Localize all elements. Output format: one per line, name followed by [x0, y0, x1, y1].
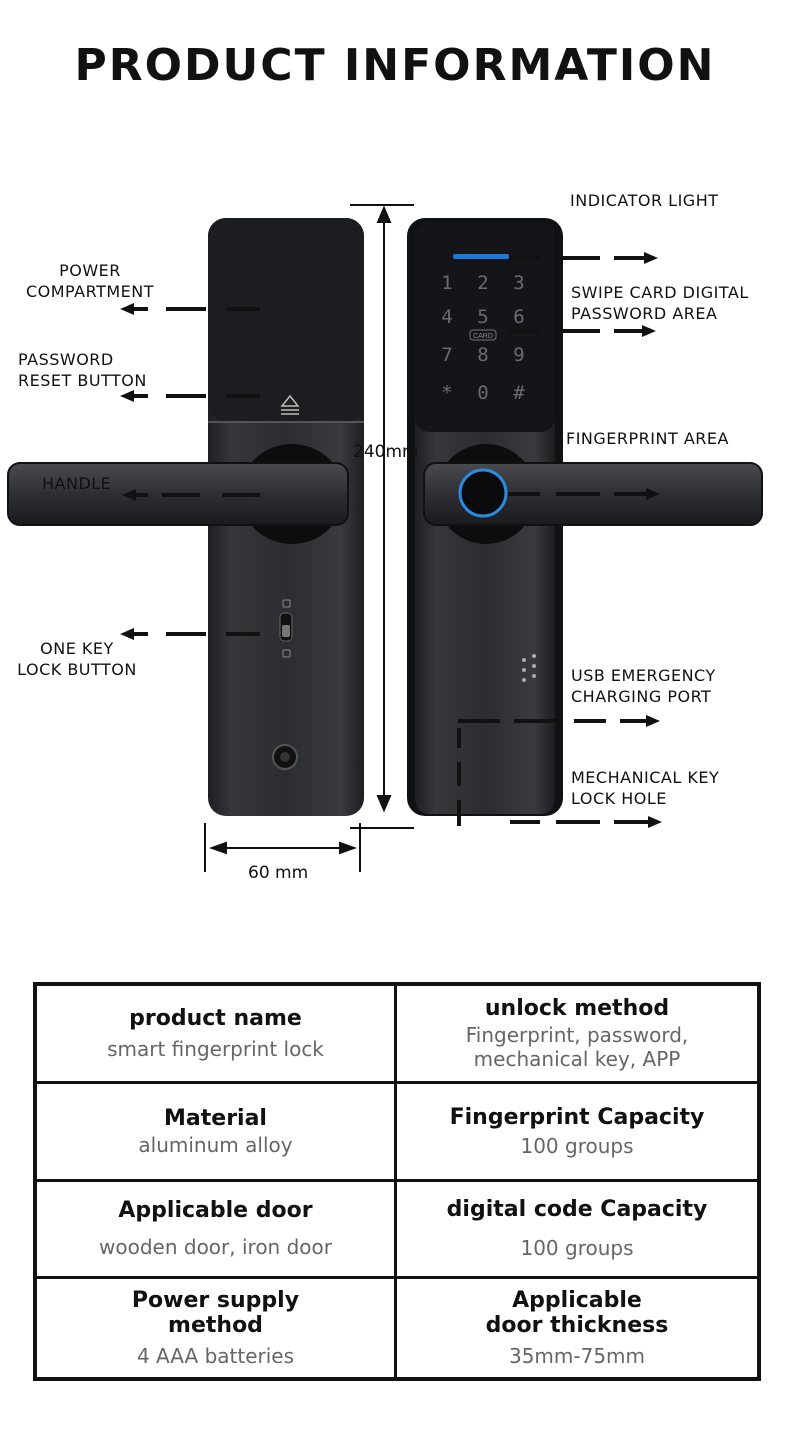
- spec-table: product name smart fingerprint lock unlo…: [33, 982, 761, 1381]
- spec-label: digital code Capacity: [446, 1197, 708, 1223]
- spec-label: Applicable door thickness: [485, 1288, 669, 1339]
- card-badge: CARD: [473, 333, 493, 340]
- spec-cell-unlock-method: unlock method Fingerprint, password, mec…: [397, 986, 757, 1084]
- callout-password-reset: PASSWORD RESET BUTTON: [18, 350, 147, 390]
- spec-value: 4 AAA batteries: [136, 1344, 295, 1369]
- callout-power-compartment: POWER COMPARTMENT: [25, 261, 155, 301]
- lock-switch-icon: [279, 599, 293, 658]
- lock-diagram: CARD 1 2 3 4 5 6 7 8 9 * 0 #: [7, 204, 763, 872]
- callout-mechanical-key: MECHANICAL KEY LOCK HOLE: [571, 768, 720, 808]
- spec-cell-door-thickness: Applicable door thickness 35mm-75mm: [397, 1279, 757, 1377]
- callout-indicator-light: INDICATOR LIGHT: [570, 191, 719, 210]
- keypad-key: 1: [441, 272, 452, 294]
- spec-value: aluminum alloy: [138, 1132, 293, 1157]
- spec-label: unlock method: [484, 995, 670, 1021]
- keypad-key: *: [441, 382, 452, 404]
- page-title: PRODUCT INFORMATION: [74, 40, 716, 91]
- callout-usb-port: USB EMERGENCY CHARGING PORT: [571, 666, 716, 706]
- spec-label: Fingerprint Capacity: [449, 1104, 705, 1130]
- reset-button-icon: [280, 394, 300, 415]
- spec-label: Applicable door: [118, 1198, 313, 1224]
- spec-cell-material: Material aluminum alloy: [37, 1083, 397, 1182]
- callout-fingerprint-area: FINGERPRINT AREA: [566, 429, 729, 448]
- spec-value: 100 groups: [520, 1236, 634, 1261]
- spec-cell-fingerprint-capacity: Fingerprint Capacity 100 groups: [397, 1084, 757, 1182]
- spec-value: Fingerprint, password, mechanical key, A…: [465, 1022, 689, 1071]
- keypad-key: 2: [477, 272, 488, 294]
- spec-value: 100 groups: [520, 1133, 634, 1158]
- spec-cell-digital-code-capacity: digital code Capacity 100 groups: [397, 1182, 757, 1280]
- spec-label: Power supply method: [131, 1288, 300, 1339]
- width-label: 60 mm: [248, 863, 309, 883]
- spec-cell-power-supply: Power supply method 4 AAA batteries: [37, 1279, 397, 1377]
- keypad-key: 6: [513, 306, 524, 328]
- keypad-key: #: [513, 382, 525, 404]
- usb-port-icon: [522, 654, 536, 682]
- keypad-key: 4: [441, 306, 452, 328]
- leader-lines: [120, 252, 662, 828]
- keypad-key: 9: [513, 344, 524, 366]
- keypad-key: 7: [441, 344, 452, 366]
- spec-cell-applicable-door: Applicable door wooden door, iron door: [37, 1181, 397, 1280]
- keypad-key: 5: [477, 306, 488, 328]
- callout-swipe-card: SWIPE CARD DIGITAL PASSWORD AREA: [571, 283, 749, 323]
- keypad-key: 0: [477, 382, 488, 404]
- spec-value: 35mm-75mm: [508, 1344, 646, 1369]
- callout-one-key-lock: ONE KEY LOCK BUTTON: [17, 639, 137, 679]
- spec-label: product name: [129, 1005, 302, 1031]
- spec-value: smart fingerprint lock: [107, 1036, 324, 1061]
- height-label: 240mm: [353, 442, 419, 462]
- width-dimension: [204, 823, 361, 872]
- keypad: 1 2 3 4 5 6 7 8 9 * 0 #: [441, 272, 525, 404]
- keypad-key: 3: [513, 272, 524, 294]
- callout-handle: HANDLE: [42, 474, 112, 493]
- keyhole-icon: [272, 744, 298, 770]
- spec-value: wooden door, iron door: [99, 1235, 332, 1260]
- keypad-key: 8: [477, 344, 488, 366]
- spec-label: Material: [164, 1105, 267, 1131]
- spec-cell-product-name: product name smart fingerprint lock: [37, 986, 397, 1084]
- fingerprint-sensor-icon: [458, 468, 508, 518]
- indicator-light: [453, 254, 509, 259]
